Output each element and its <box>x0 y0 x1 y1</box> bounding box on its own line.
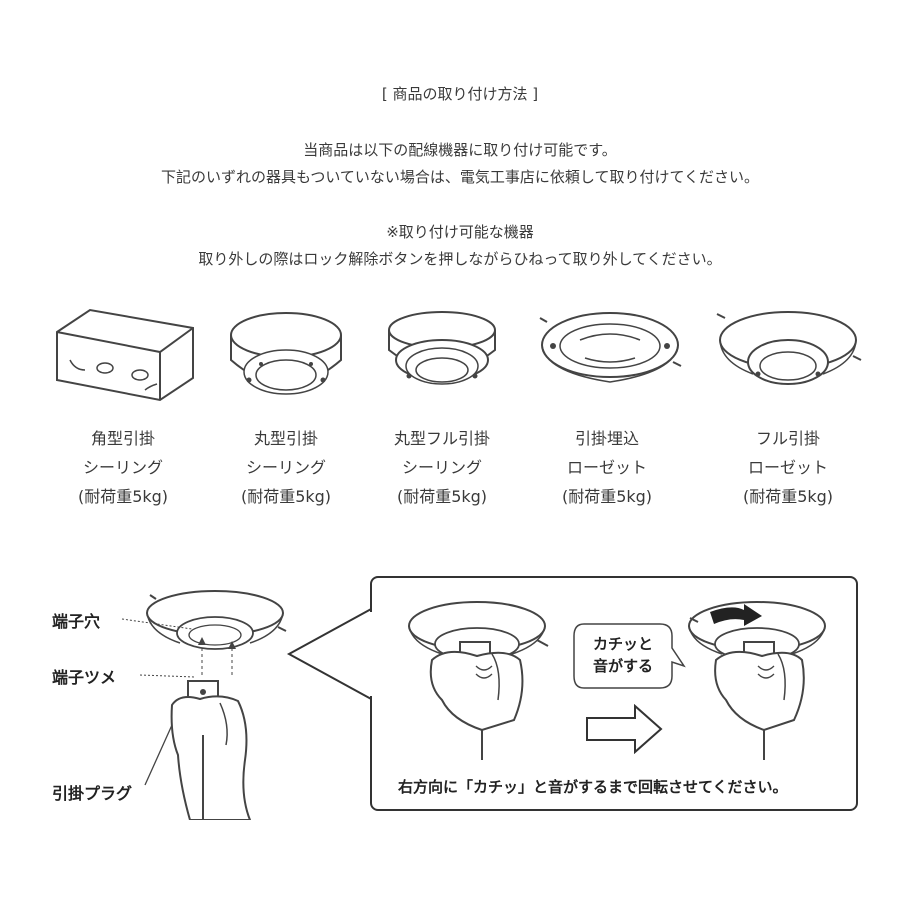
fixture-1-line2: シーリング <box>82 458 163 477</box>
label-terminal-hole: 端子穴 <box>52 612 101 631</box>
intro-line-1: 当商品は以下の配線機器に取り付け可能です。 <box>303 141 617 159</box>
fixture-3-line3: (耐荷重5kg) <box>396 487 488 506</box>
fixture-1-line1: 角型引掛 <box>90 429 155 448</box>
intro-line-2: 下記のいずれの器具もついていない場合は、電気工事店に依頼して取り付けてください。 <box>160 168 760 186</box>
fixture-square-ceiling-image <box>40 300 200 410</box>
fixture-full-rosette-image <box>708 300 868 410</box>
fixture-2-line3: (耐荷重5kg) <box>240 487 332 506</box>
fixture-2-line2: シーリング <box>245 458 326 477</box>
before-rotation-illustration <box>408 601 549 760</box>
fixture-round-ceiling-caption: 丸型引掛 シーリング (耐荷重5kg) <box>206 424 366 511</box>
fixture-full-rosette-caption: フル引掛 ローゼット (耐荷重5kg) <box>708 424 868 511</box>
fixture-4-line3: (耐荷重5kg) <box>561 487 653 506</box>
fixture-4-line2: ローゼット <box>566 458 647 477</box>
fixture-4-line1: 引掛埋込 <box>574 429 639 448</box>
fixture-5-line1: フル引掛 <box>755 429 820 448</box>
fixture-embedded-rosette-image <box>530 300 690 410</box>
rotation-instruction: 右方向に「カチッ」と音がするまで回転させてください。 <box>398 778 788 796</box>
page-title: [ 商品の取り付け方法 ] <box>381 85 539 103</box>
fixture-3-line2: シーリング <box>401 458 482 477</box>
after-rotation-illustration <box>688 601 826 760</box>
fixture-round-ceiling-image <box>206 300 366 410</box>
fixture-round-full-ceiling-caption: 丸型フル引掛 シーリング (耐荷重5kg) <box>362 424 522 511</box>
arrow-right-icon <box>586 704 663 754</box>
fixture-3-line1: 丸型フル引掛 <box>393 429 490 448</box>
bubble-line-1: カチッと <box>592 635 653 653</box>
fixture-5-line3: (耐荷重5kg) <box>742 487 834 506</box>
fixture-2-line1: 丸型引掛 <box>253 429 318 448</box>
label-terminal-claw: 端子ツメ <box>52 668 117 687</box>
note-heading: ※取り付け可能な機器 <box>386 223 534 241</box>
fixture-square-ceiling-caption: 角型引掛 シーリング (耐荷重5kg) <box>43 424 203 511</box>
speech-bubble <box>573 623 686 689</box>
fixture-embedded-rosette-caption: 引掛埋込 ローゼット (耐荷重5kg) <box>527 424 687 511</box>
bubble-text: カチッと 音がする <box>575 633 671 677</box>
callout-tail <box>286 607 374 701</box>
plug-installation-illustration <box>121 590 287 820</box>
fixture-5-line2: ローゼット <box>747 458 828 477</box>
bubble-line-2: 音がする <box>592 657 653 675</box>
label-hook-plug: 引掛プラグ <box>52 784 133 803</box>
note-text: 取り外しの際はロック解除ボタンを押しながらひねって取り外してください。 <box>198 250 722 268</box>
fixture-round-full-ceiling-image <box>362 300 522 410</box>
fixture-1-line3: (耐荷重5kg) <box>77 487 169 506</box>
